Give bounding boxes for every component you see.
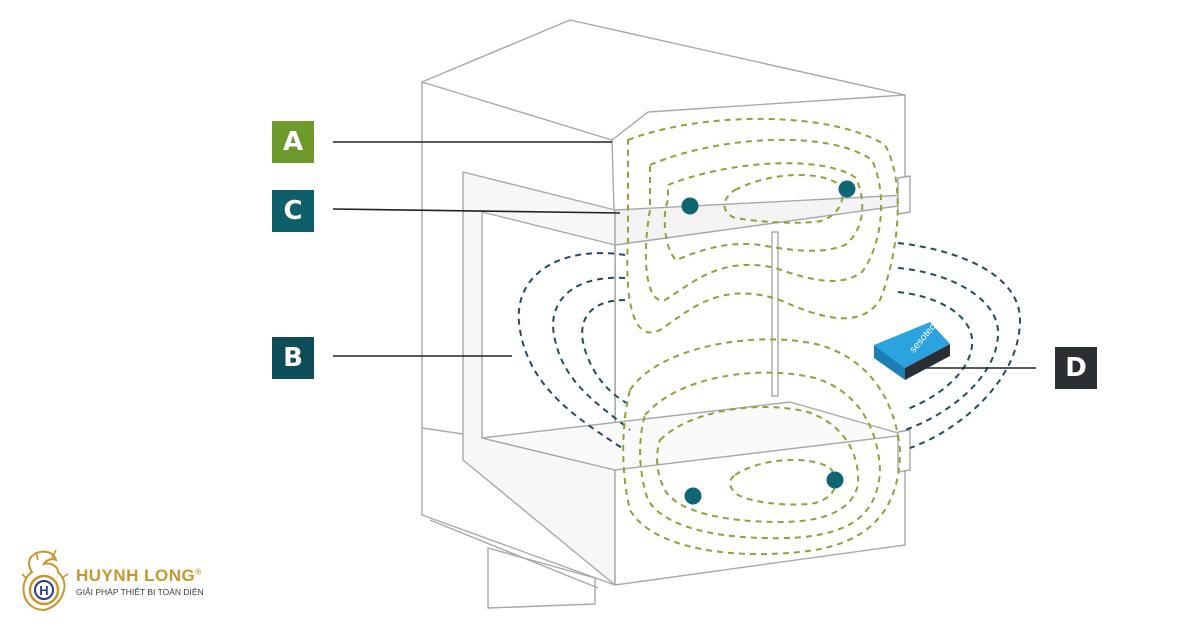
tunnel-back-post: [771, 231, 779, 397]
sesotec-device: sesotec: [874, 322, 950, 380]
base-seam: [429, 519, 599, 589]
green-field-upper: [626, 117, 899, 334]
coils: [681, 180, 856, 505]
dragon-emblem-icon: H: [21, 549, 69, 612]
blue-field-line: [897, 242, 1022, 449]
label-d: D: [1055, 347, 1097, 389]
blue-field-line: [581, 299, 631, 406]
logo-name: HUYNH LONG: [76, 566, 196, 585]
green-field-line: [656, 406, 860, 524]
brand-logo: H HUYNH LONG® GIẢI PHÁP THIẾT BỊ TOÀN DI…: [18, 548, 218, 618]
emblem-letter: H: [39, 583, 48, 598]
blue-field-line: [897, 291, 974, 411]
device-top: [874, 322, 950, 368]
blue-field-line: [552, 276, 631, 431]
logo-slogan: GIẢI PHÁP THIẾT BỊ TOÀN DIỆN: [76, 587, 204, 597]
device-side: [905, 344, 950, 380]
label-b: B: [272, 337, 314, 379]
label-c: C: [272, 190, 314, 232]
green-field-line: [639, 371, 882, 540]
machine-foot: [487, 547, 596, 609]
logo-registered-mark: ®: [195, 567, 202, 577]
blue-field-line: [517, 252, 626, 451]
green-field-line: [729, 459, 837, 506]
blue-field-line: [897, 267, 1000, 431]
body-seam: [421, 427, 464, 435]
device-front: [874, 345, 905, 380]
upper-bracket: [897, 175, 911, 215]
green-field-lower: [622, 338, 902, 556]
machine-housing: [421, 19, 911, 609]
green-field-line: [644, 138, 883, 302]
leader-lines: [332, 141, 1036, 369]
green-field-line: [626, 117, 899, 334]
label-a: A: [272, 121, 314, 163]
lower-bracket: [897, 429, 911, 473]
leader-line-c: [332, 208, 621, 214]
green-field-line: [663, 162, 864, 262]
blue-field-lines: [517, 242, 1022, 451]
coil-dot: [826, 471, 844, 489]
green-field-line: [723, 173, 844, 224]
coil-dot: [681, 197, 699, 215]
coil-dot: [684, 487, 702, 505]
coil-dot: [838, 180, 856, 198]
green-field-line: [622, 338, 902, 556]
